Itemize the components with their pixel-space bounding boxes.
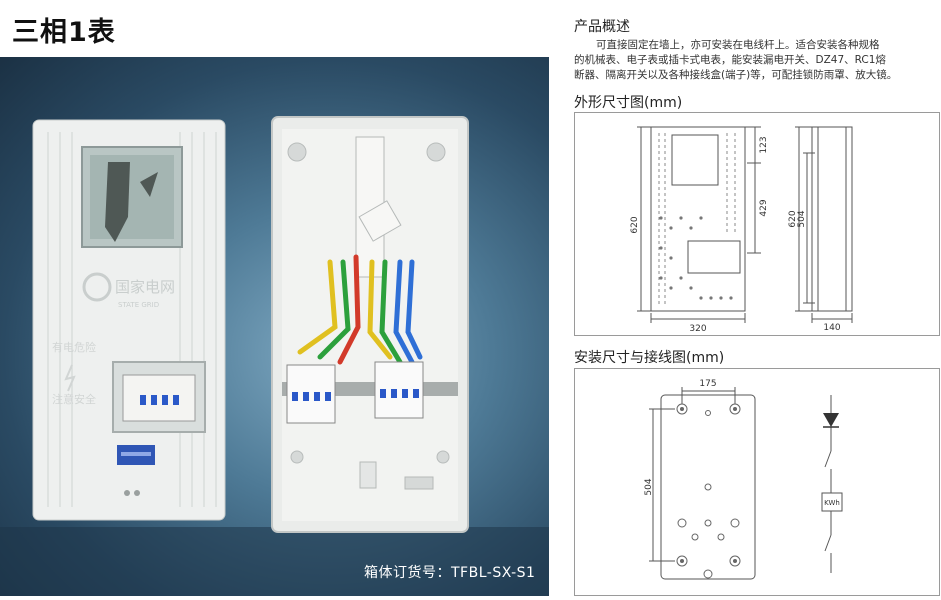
outline-drawing-panel: 620 123 429 320 620 504 140 xyxy=(574,112,940,336)
product-photo: 国家电网 STATE GRID 有电危险 注意安全 xyxy=(0,57,549,596)
overview-line-3: 断器、隔离开关以及各种接线盒(端子)等，可配挂锁防雨罩、放大镜。 xyxy=(574,69,898,81)
outline-dim-side-inner: 504 xyxy=(797,210,807,227)
outline-dim-width: 320 xyxy=(689,324,706,334)
outline-heading: 外形尺寸图(mm) xyxy=(574,95,683,111)
overview-heading: 产品概述 xyxy=(574,19,630,35)
outline-dim-height: 620 xyxy=(630,216,640,233)
overview-line-2: 的机械表、电子表或插卡式电表，能安装漏电开关、DZ47、RC1熔 xyxy=(574,54,886,66)
box-logo-sub: STATE GRID xyxy=(118,301,159,309)
install-drawing-panel: 175 504 KWh xyxy=(574,368,940,596)
overview-text: 可直接固定在墙上，亦可安装在电线杆上。适合安装各种规格 的机械表、电子表或插卡式… xyxy=(574,38,940,83)
outline-dim-middle: 429 xyxy=(759,199,769,216)
outline-dim-side-height: 620 xyxy=(788,210,798,227)
install-drawing: 175 504 KWh xyxy=(644,379,843,580)
outline-dim-top: 123 xyxy=(759,136,769,153)
outline-dim-depth: 140 xyxy=(823,323,840,333)
product-title: 三相1表 xyxy=(12,17,116,48)
box-logo-text: 国家电网 xyxy=(115,278,175,296)
meter-label: KWh xyxy=(824,499,840,507)
box-order-number: 箱体订货号：TFBL-SX-S1 xyxy=(364,565,536,581)
install-dim-width: 175 xyxy=(699,379,716,389)
box-warning-2: 注意安全 xyxy=(52,392,96,406)
install-dim-height: 504 xyxy=(644,478,654,495)
open-box xyxy=(271,116,469,533)
outline-drawing: 620 123 429 320 620 504 140 xyxy=(630,126,853,334)
box-warning-1: 有电危险 xyxy=(52,340,96,354)
overview-line-1: 可直接固定在墙上，亦可安装在电线杆上。适合安装各种规格 xyxy=(596,39,880,51)
install-heading: 安装尺寸与接线图(mm) xyxy=(574,350,725,366)
closed-box: 国家电网 STATE GRID 有电危险 注意安全 xyxy=(32,119,226,521)
product-illustration: 国家电网 STATE GRID 有电危险 注意安全 xyxy=(0,116,549,596)
